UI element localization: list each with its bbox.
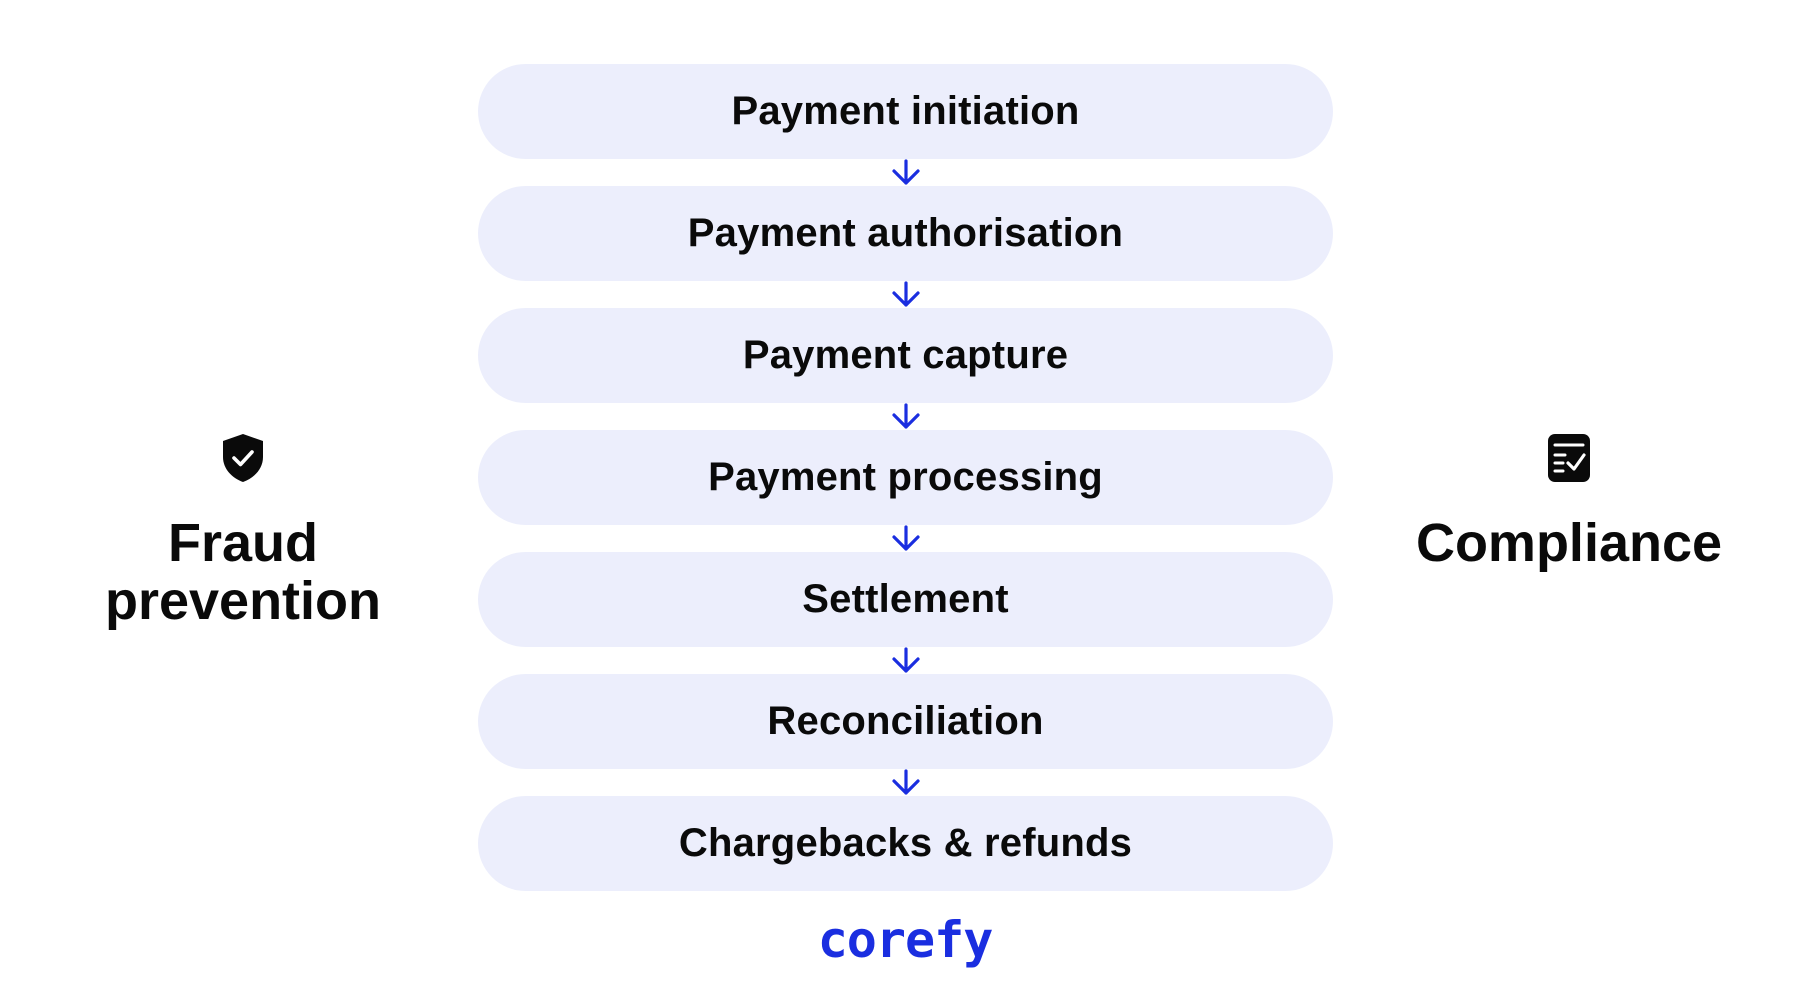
step-payment-processing: Payment processing: [478, 430, 1333, 525]
fraud-prevention-label: Fraud prevention: [60, 514, 426, 630]
fraud-prevention-line1: Fraud: [167, 513, 318, 573]
step-payment-authorisation: Payment authorisation: [478, 186, 1333, 281]
step-settlement: Settlement: [478, 552, 1333, 647]
compliance-panel: Compliance: [1396, 430, 1742, 572]
step-payment-capture: Payment capture: [478, 308, 1333, 403]
fraud-prevention-line2: prevention: [104, 571, 382, 631]
checklist-icon: [1543, 430, 1595, 486]
arrow-down-icon: [886, 647, 926, 674]
compliance-label: Compliance: [1415, 513, 1723, 573]
corefy-logo: corefy: [817, 911, 994, 969]
arrow-down-icon: [886, 769, 926, 796]
step-payment-initiation: Payment initiation: [478, 64, 1333, 159]
shield-check-icon: [217, 430, 269, 486]
arrow-down-icon: [886, 525, 926, 552]
step-reconciliation: Reconciliation: [478, 674, 1333, 769]
arrow-down-icon: [886, 159, 926, 186]
fraud-prevention-panel: Fraud prevention: [60, 430, 426, 630]
step-chargebacks-refunds: Chargebacks & refunds: [478, 796, 1333, 891]
payment-flow: Payment initiation Payment authorisation…: [478, 64, 1333, 891]
arrow-down-icon: [886, 403, 926, 430]
arrow-down-icon: [886, 281, 926, 308]
